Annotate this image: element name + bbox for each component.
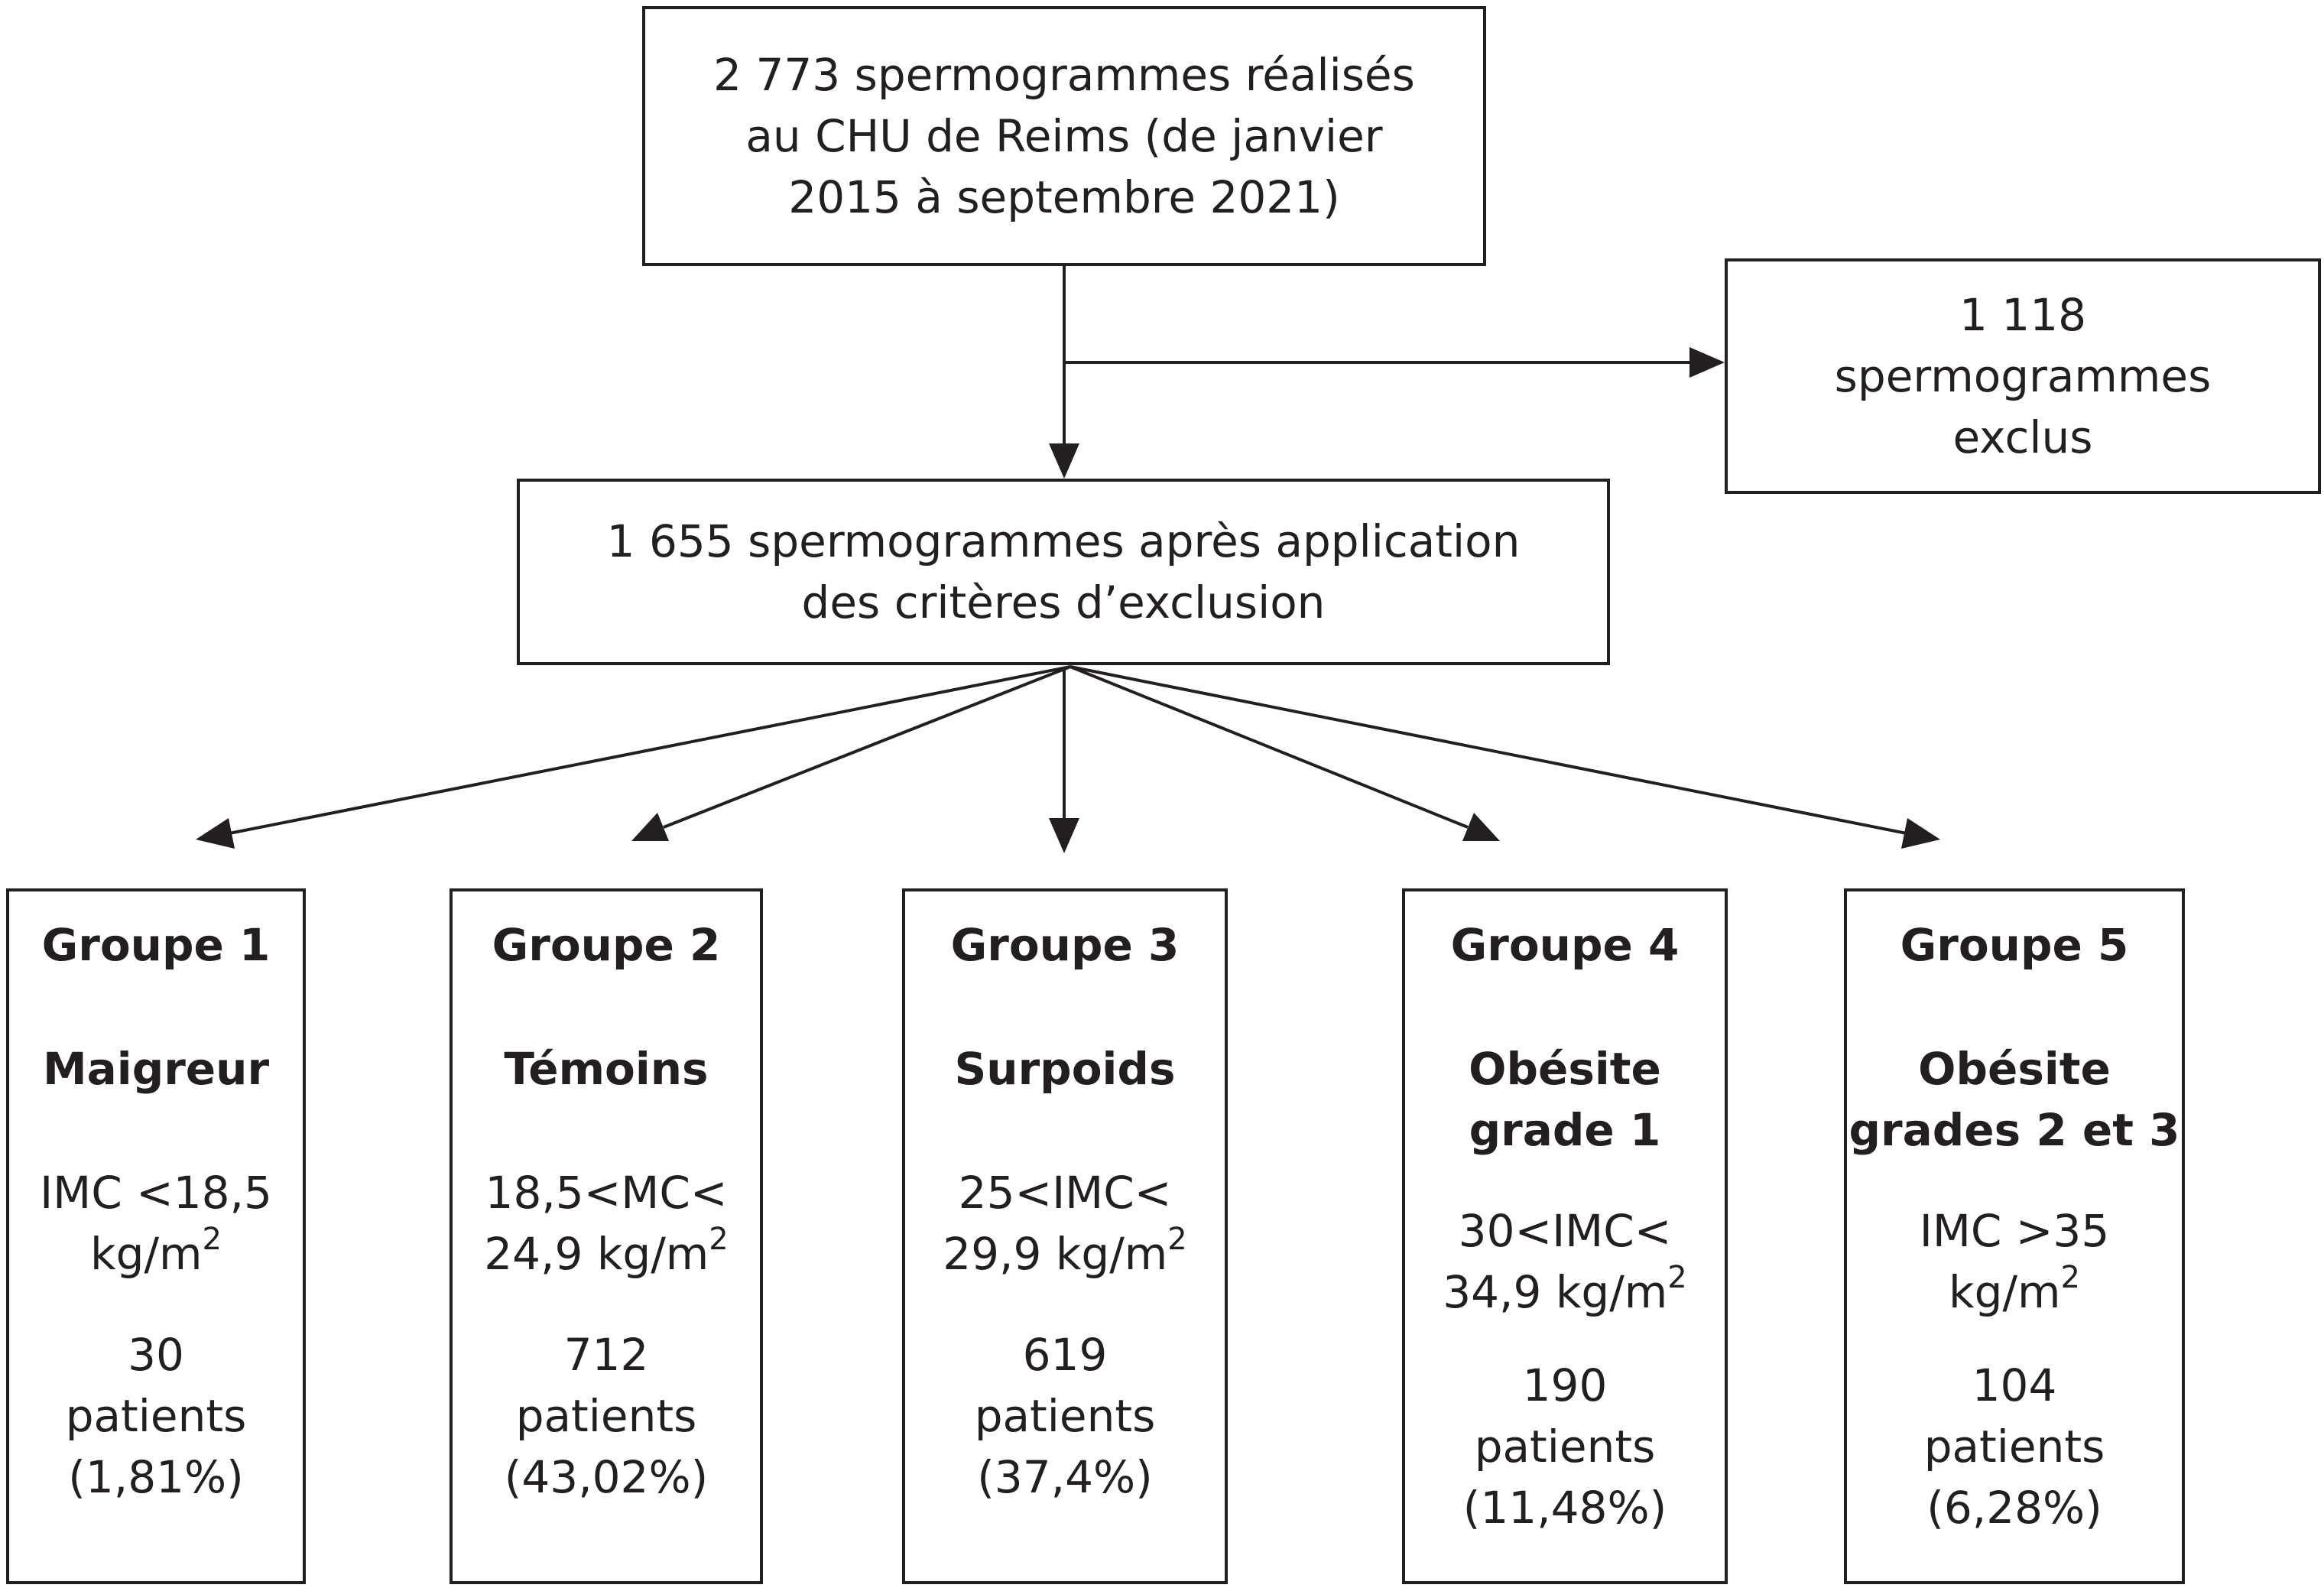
group-patient-count: 104 patients (6,28%) [1847,1355,2182,1538]
arrowhead-excluded [1689,347,1725,378]
source-box-line: au CHU de Reims (de janvier [745,110,1383,162]
group-imc-range: 30<IMC< 34,9 kg/m2 [1405,1200,1725,1323]
group-name-line: Obésite [1469,1043,1661,1095]
group-count-line: (37,4%) [977,1451,1153,1503]
group-patient-count: 712 patients (43,02%) [453,1324,760,1508]
group-title: Groupe 3 [950,919,1180,971]
group-count-line: (1,81%) [68,1451,244,1503]
after-box-line: des critères d’exclusion [801,576,1326,628]
group-imc-exponent: 2 [202,1222,222,1257]
arrowhead-group-4 [1462,813,1500,841]
group-count-line: patients [1923,1421,2105,1473]
group-count-line: (43,02%) [504,1451,709,1503]
group-name-line: Surpoids [954,1043,1176,1095]
group-count-line: 104 [1972,1359,2057,1411]
group-imc-exponent: 2 [709,1222,729,1257]
group-name: Témoins [453,1038,760,1099]
group-imc-line: 30<IMC< [1458,1205,1672,1257]
arrow-to-group-2 [663,665,1071,829]
group-imc-line-unit: 24,9 kg/m2 [453,1223,760,1284]
group-patient-count: 190 patients (11,48%) [1405,1355,1725,1538]
group-title: Groupe 5 [1900,919,2129,971]
group-imc-line-unit: kg/m2 [9,1223,303,1284]
group-imc-unit: kg/m [1949,1266,2061,1318]
excluded-spermograms-box: 1 118 spermogrammes exclus [1725,258,2321,494]
group-name: Obésite grades 2 et 3 [1847,1038,2182,1161]
arrowhead-group-2 [631,813,669,841]
group-name-line: Maigreur [42,1043,270,1095]
group-count-line: 619 [1022,1329,1108,1381]
group-imc-range: 25<IMC< 29,9 kg/m2 [905,1162,1225,1284]
group-box-5: Groupe 5 Obésite grades 2 et 3 IMC >35 k… [1844,888,2185,1584]
group-title: Groupe 4 [1450,919,1680,971]
group-name: Maigreur [9,1038,303,1099]
group-name-line: Obésite [1918,1043,2111,1095]
arrow-to-group-1 [229,665,1071,835]
source-box-line: 2 773 spermogrammes réalisés [713,49,1415,101]
group-box-4: Groupe 4 Obésite grade 1 30<IMC< 34,9 kg… [1402,888,1728,1584]
source-spermograms-box: 2 773 spermogrammes réalisés au CHU de R… [642,6,1486,266]
group-name: Obésite grade 1 [1405,1038,1725,1161]
group-count-line: (11,48%) [1462,1482,1667,1534]
group-count-line: (6,28%) [1926,1482,2102,1534]
arrow-to-group-4 [1069,665,1469,829]
group-name-line: Témoins [504,1043,709,1095]
group-imc-line-unit: kg/m2 [1847,1262,2182,1323]
group-count-line: patients [974,1390,1156,1442]
group-imc-exponent: 2 [1167,1222,1187,1257]
after-box-line: 1 655 spermogrammes après application [606,515,1521,567]
group-imc-line: 25<IMC< [958,1167,1172,1219]
group-title: Groupe 2 [492,919,721,971]
group-count-line: patients [65,1390,247,1442]
group-count-line: patients [1474,1421,1656,1473]
group-imc-line-unit: 29,9 kg/m2 [905,1223,1225,1284]
arrowhead-group-1 [196,818,235,849]
group-imc-unit: 29,9 kg/m [943,1228,1168,1280]
arrow-to-group-5 [1069,665,1907,835]
group-imc-line-unit: 34,9 kg/m2 [1405,1262,1725,1323]
excluded-box-line: spermogrammes [1834,350,2212,402]
group-count-line: 190 [1522,1359,1608,1411]
group-patient-count: 30 patients (1,81%) [9,1324,303,1508]
group-imc-unit: 24,9 kg/m [484,1228,709,1280]
group-box-1: Groupe 1 Maigreur IMC <18,5 kg/m2 30 pat… [6,888,306,1584]
group-imc-line: 18,5<MC< [485,1167,728,1219]
group-name: Surpoids [905,1038,1225,1099]
after-exclusion-box: 1 655 spermogrammes après application de… [517,479,1610,665]
group-count-line: patients [515,1390,697,1442]
group-imc-unit: 34,9 kg/m [1443,1266,1668,1318]
group-imc-range: 18,5<MC< 24,9 kg/m2 [453,1162,760,1284]
group-imc-line: IMC >35 [1919,1205,2110,1257]
group-imc-range: IMC >35 kg/m2 [1847,1200,2182,1323]
group-imc-range: IMC <18,5 kg/m2 [9,1162,303,1284]
group-count-line: 712 [563,1329,649,1381]
group-name-line: grades 2 et 3 [1848,1104,2180,1156]
group-imc-exponent: 2 [1667,1260,1687,1295]
group-box-2: Groupe 2 Témoins 18,5<MC< 24,9 kg/m2 712… [450,888,763,1584]
group-imc-exponent: 2 [2060,1260,2080,1295]
group-imc-line: IMC <18,5 [40,1167,272,1219]
excluded-box-line: exclus [1952,411,2093,463]
group-box-3: Groupe 3 Surpoids 25<IMC< 29,9 kg/m2 619… [902,888,1228,1584]
arrowhead-group-5 [1901,818,1940,849]
group-name-line: grade 1 [1469,1104,1661,1156]
group-patient-count: 619 patients (37,4%) [905,1324,1225,1508]
group-imc-unit: kg/m [90,1228,203,1280]
group-title: Groupe 1 [41,919,271,971]
source-box-line: 2015 à septembre 2021) [788,171,1340,223]
arrowhead-after [1049,443,1079,479]
arrowhead-group-3 [1049,818,1079,853]
excluded-box-line: 1 118 [1959,289,2087,341]
group-count-line: 30 [128,1329,184,1381]
